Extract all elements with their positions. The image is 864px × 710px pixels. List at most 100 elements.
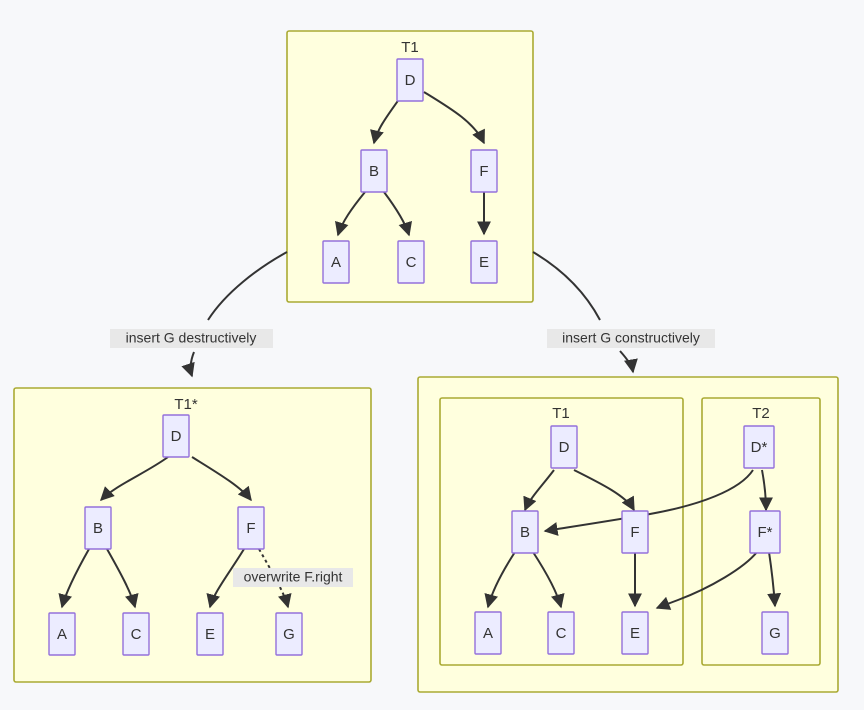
node-top-E-label: E bbox=[479, 254, 489, 271]
node-bl-C[interactable]: C bbox=[122, 612, 150, 656]
node-br-Dstar-label: D* bbox=[751, 439, 768, 456]
node-top-B-box[interactable] bbox=[360, 149, 388, 193]
node-top-A-box[interactable] bbox=[322, 240, 350, 284]
edge-br-Dstar-Fstar bbox=[758, 469, 773, 512]
node-br-Dstar-box[interactable] bbox=[743, 425, 775, 469]
node-top-E-box[interactable] bbox=[470, 240, 498, 284]
edge-top-B-A bbox=[335, 191, 366, 237]
edge-br-Fstar-E bbox=[655, 551, 758, 610]
node-br-D-label: D bbox=[559, 439, 570, 456]
node-top-C-label: C bbox=[406, 254, 417, 271]
node-bl-E-box[interactable] bbox=[196, 612, 224, 656]
node-br-F[interactable]: F bbox=[621, 510, 649, 554]
node-top-F-box[interactable] bbox=[470, 149, 498, 193]
node-bl-D-box[interactable] bbox=[162, 414, 190, 458]
transition-label-destructive: insert G destructively bbox=[126, 330, 257, 346]
node-br-A[interactable]: A bbox=[474, 611, 502, 655]
node-br-Fstar-box[interactable] bbox=[749, 510, 781, 554]
edge-bl-B-C bbox=[106, 548, 139, 609]
edge-bl-D-F bbox=[191, 456, 252, 502]
node-br-F-label: F bbox=[630, 524, 639, 541]
node-top-E[interactable]: E bbox=[470, 240, 498, 284]
cluster-top-t1-box bbox=[286, 30, 534, 303]
node-br-G-label: G bbox=[769, 625, 781, 642]
transition-path-destructive-lower bbox=[181, 351, 195, 378]
node-br-E[interactable]: E bbox=[621, 611, 649, 655]
node-bl-A-box[interactable] bbox=[48, 612, 76, 656]
node-bl-A[interactable]: A bbox=[48, 612, 76, 656]
node-br-Fstar[interactable]: F* bbox=[749, 510, 781, 554]
edge-br-D-B bbox=[523, 469, 555, 512]
node-br-E-label: E bbox=[630, 625, 640, 642]
node-br-G-box[interactable] bbox=[761, 611, 789, 655]
node-bl-E-label: E bbox=[205, 626, 215, 643]
node-bl-B-label: B bbox=[93, 520, 103, 537]
node-bl-B-box[interactable] bbox=[84, 506, 112, 550]
node-bl-B[interactable]: B bbox=[84, 506, 112, 550]
cluster-br-t1-title: T1 bbox=[552, 405, 570, 422]
node-bl-A-label: A bbox=[57, 626, 67, 643]
cluster-top-t1: T1 D B F A C E bbox=[286, 30, 534, 303]
node-bl-C-box[interactable] bbox=[122, 612, 150, 656]
transition-label-destructive-bg bbox=[110, 329, 273, 348]
edge-bl-F-G bbox=[258, 548, 292, 609]
cluster-br-t2-title: T2 bbox=[752, 405, 770, 422]
node-top-A[interactable]: A bbox=[322, 240, 350, 284]
node-bl-G-label: G bbox=[283, 626, 295, 643]
node-top-A-label: A bbox=[331, 254, 341, 271]
node-bl-C-label: C bbox=[131, 626, 142, 643]
cluster-t1star-title: T1* bbox=[174, 396, 198, 413]
node-br-A-label: A bbox=[483, 625, 493, 642]
node-br-C[interactable]: C bbox=[547, 611, 575, 655]
node-br-E-box[interactable] bbox=[621, 611, 649, 655]
transition-path-constructive-lower bbox=[619, 350, 638, 374]
node-top-F-label: F bbox=[479, 163, 488, 180]
node-bl-E[interactable]: E bbox=[196, 612, 224, 656]
node-top-D[interactable]: D bbox=[396, 58, 424, 102]
node-bl-G[interactable]: G bbox=[275, 612, 303, 656]
node-br-Fstar-label: F* bbox=[758, 524, 773, 541]
transition-edge-constructive: insert G constructively bbox=[532, 251, 715, 374]
node-bl-F[interactable]: F bbox=[237, 506, 265, 550]
node-br-Dstar[interactable]: D* bbox=[743, 425, 775, 469]
transition-path-destructive-upper bbox=[207, 251, 288, 321]
transition-label-constructive: insert G constructively bbox=[562, 330, 700, 346]
node-top-B[interactable]: B bbox=[360, 149, 388, 193]
node-top-F[interactable]: F bbox=[470, 149, 498, 193]
edge-label-overwrite-bg bbox=[233, 568, 353, 587]
node-br-G[interactable]: G bbox=[761, 611, 789, 655]
edge-br-B-A bbox=[484, 551, 516, 609]
node-bl-F-box[interactable] bbox=[237, 506, 265, 550]
edge-top-D-F bbox=[423, 91, 485, 145]
edge-br-Dstar-B bbox=[543, 469, 754, 536]
cluster-bottom-left-t1star: T1* overwrite F.right D B F A C bbox=[13, 387, 372, 683]
cluster-bottom-right-outer: T1 T2 D B F A bbox=[417, 376, 839, 693]
edge-label-overwrite: overwrite F.right bbox=[244, 569, 343, 585]
transition-edge-destructive: insert G destructively bbox=[110, 251, 288, 378]
cluster-t1star-box bbox=[13, 387, 372, 683]
node-bl-G-box[interactable] bbox=[275, 612, 303, 656]
node-top-D-label: D bbox=[405, 72, 416, 89]
edge-bl-D-B bbox=[100, 456, 169, 501]
cluster-br-t1-box bbox=[439, 397, 684, 666]
node-top-C[interactable]: C bbox=[397, 240, 425, 284]
node-br-A-box[interactable] bbox=[474, 611, 502, 655]
node-br-F-box[interactable] bbox=[621, 510, 649, 554]
node-br-D-box[interactable] bbox=[550, 425, 578, 469]
node-top-D-box[interactable] bbox=[396, 58, 424, 102]
node-br-B[interactable]: B bbox=[511, 510, 539, 554]
edge-br-B-C bbox=[532, 551, 565, 609]
node-br-C-box[interactable] bbox=[547, 611, 575, 655]
node-br-B-box[interactable] bbox=[511, 510, 539, 554]
node-br-D[interactable]: D bbox=[550, 425, 578, 469]
edge-bl-F-E bbox=[206, 548, 245, 609]
transition-label-constructive-bg bbox=[547, 329, 715, 348]
node-br-B-label: B bbox=[520, 524, 530, 541]
node-bl-D[interactable]: D bbox=[162, 414, 190, 458]
cluster-top-t1-title: T1 bbox=[401, 39, 419, 56]
node-top-C-box[interactable] bbox=[397, 240, 425, 284]
node-bl-D-label: D bbox=[171, 428, 182, 445]
edge-br-Fstar-G bbox=[767, 551, 782, 608]
